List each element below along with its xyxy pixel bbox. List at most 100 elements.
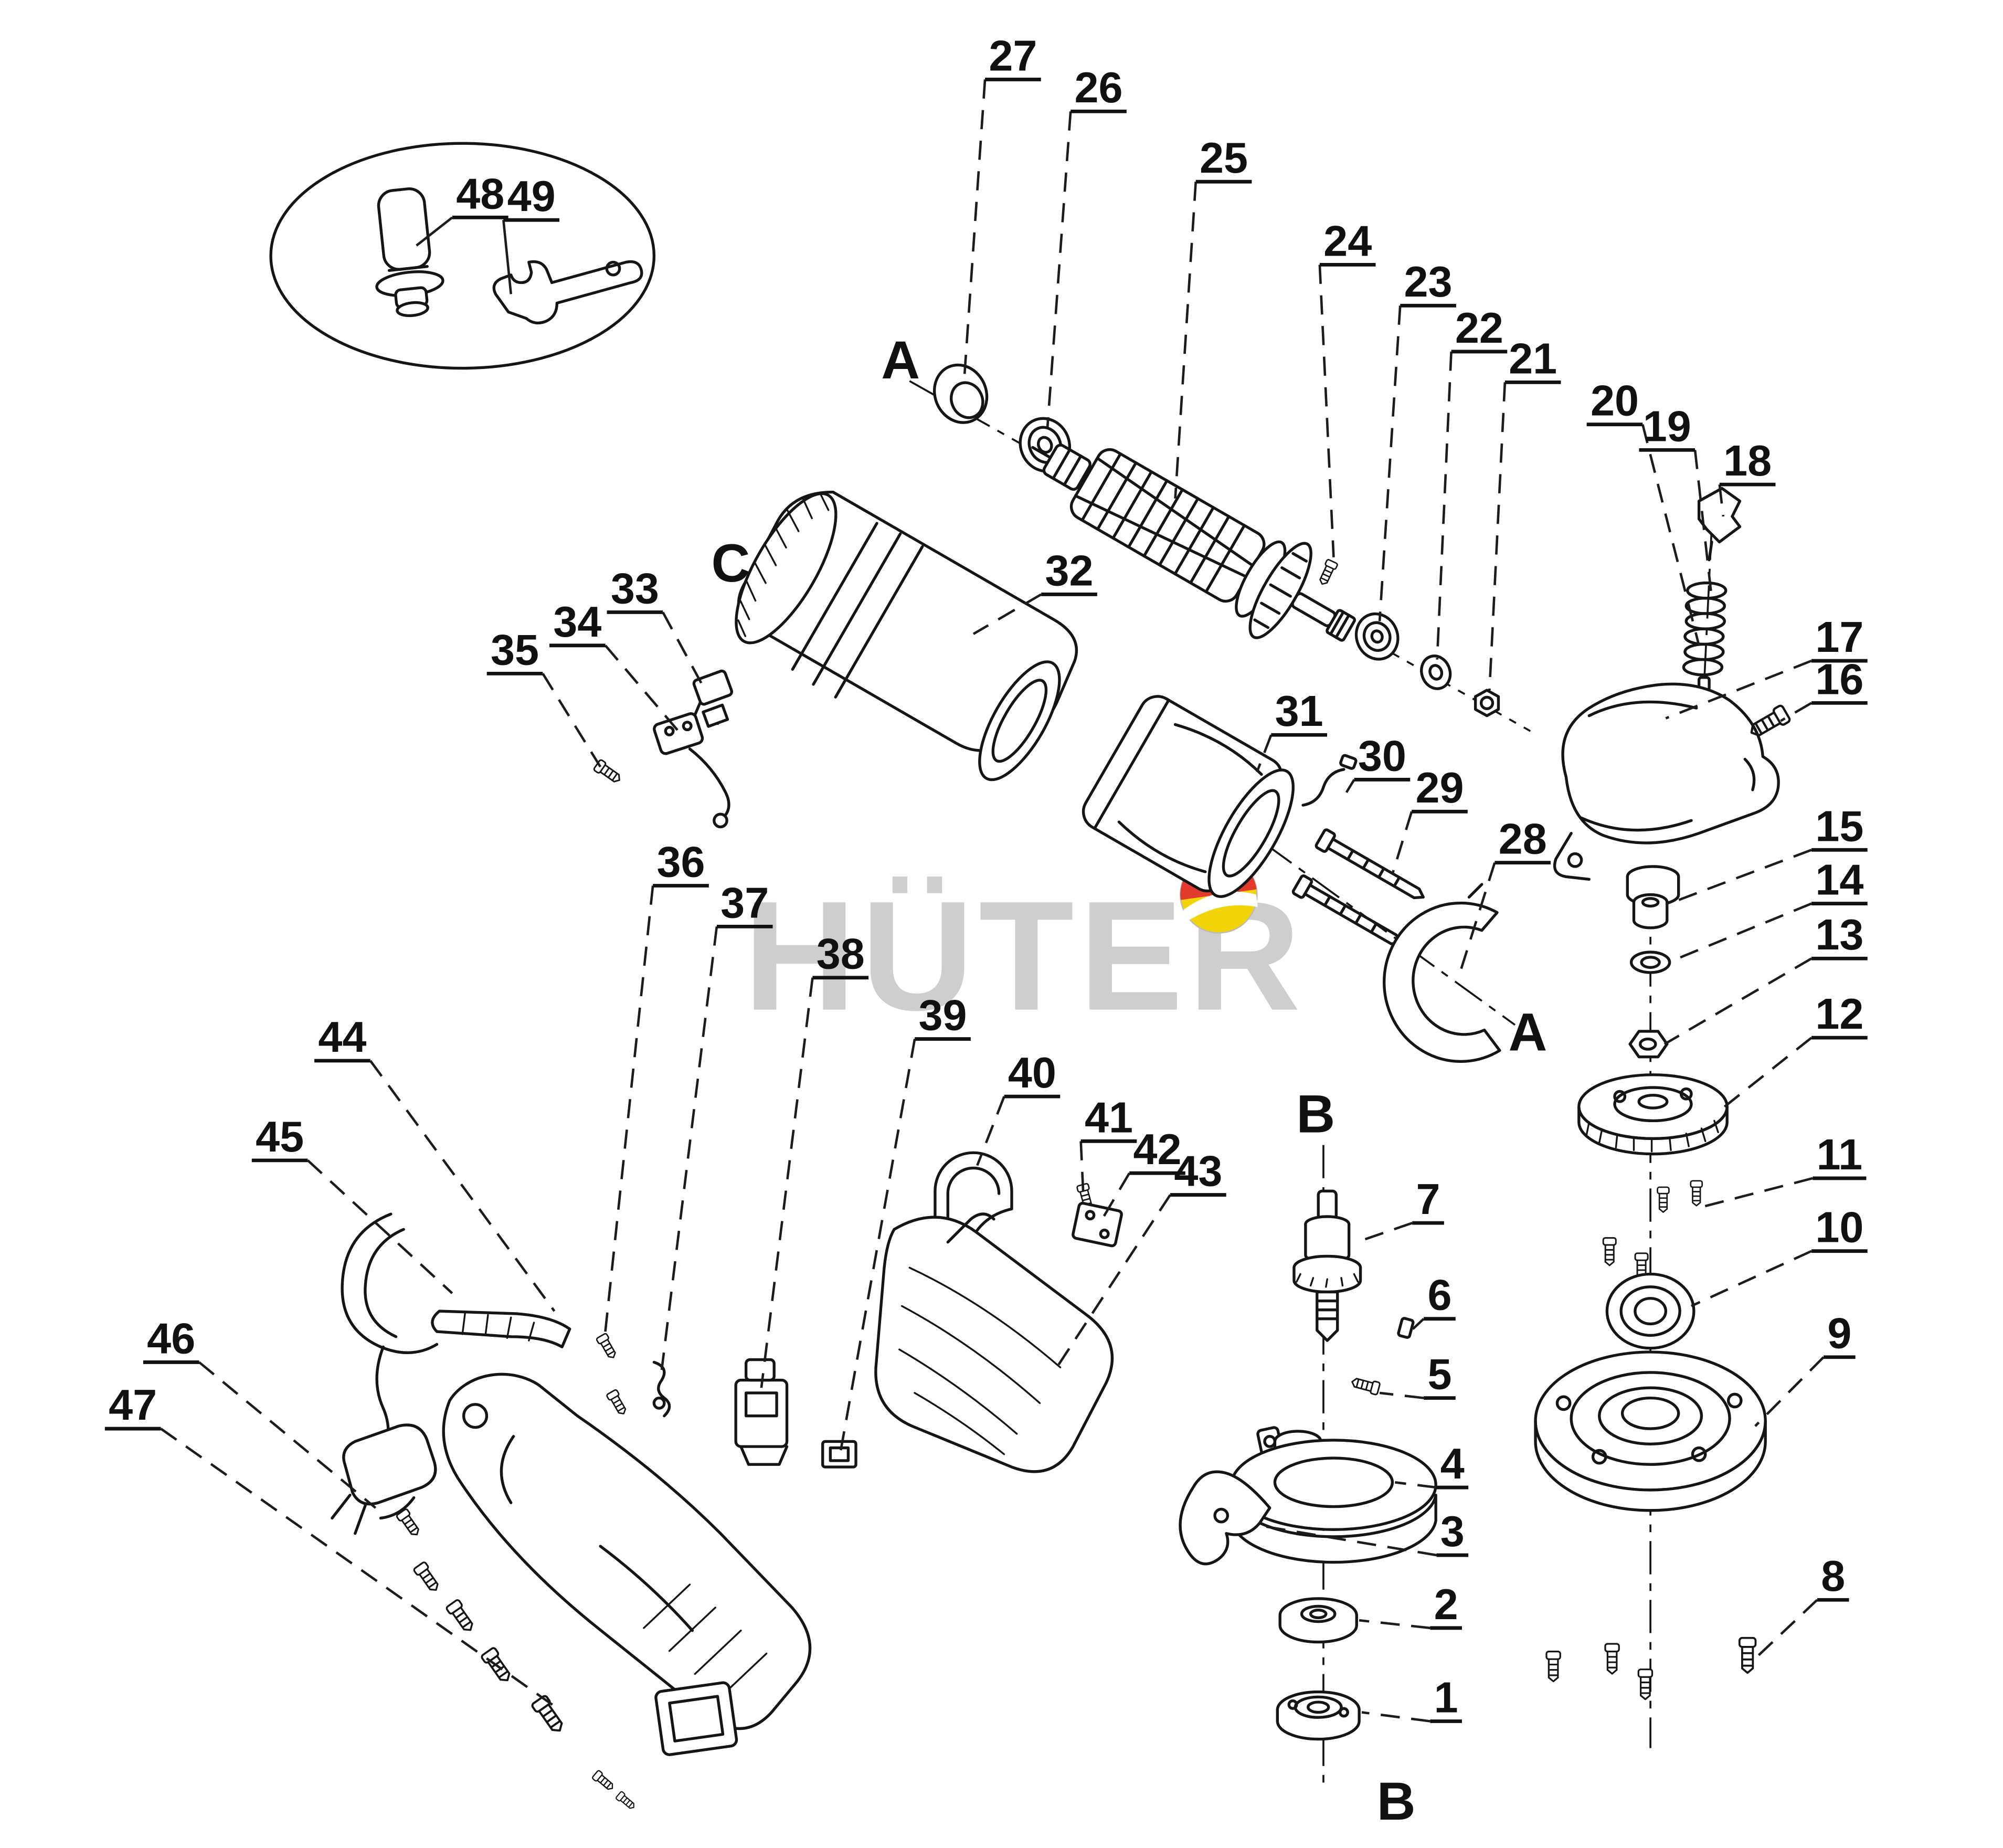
leader-line-2 (1359, 1619, 1430, 1630)
leader-line-31 (1256, 734, 1273, 773)
leader-line-15 (1665, 849, 1812, 906)
part-label-43: 43 (1174, 1147, 1222, 1196)
part-22-washer (1420, 654, 1452, 690)
section-markers: A C A B B (712, 330, 1548, 1831)
part-label-42: 42 (1133, 1125, 1181, 1174)
watermark: HÜTER (744, 856, 1301, 1043)
part-6-key (1397, 1317, 1415, 1339)
part-label-8: 8 (1821, 1551, 1845, 1600)
logo-white-band (1183, 891, 1258, 923)
part-43-housing-half (874, 1212, 1114, 1473)
part-label-14: 14 (1815, 856, 1863, 904)
section-marker-B-3: B (1296, 1083, 1335, 1144)
leader-line-29 (1391, 811, 1413, 875)
part-27-ring (932, 363, 989, 424)
leader-line-48 (416, 216, 453, 247)
leader-line-16 (1780, 702, 1813, 722)
part-7-spindle (1292, 1189, 1362, 1342)
leader-line-18 (1718, 484, 1725, 517)
leader-line-13 (1663, 957, 1813, 1046)
part-10-bearing (1605, 1272, 1695, 1350)
part-label-32: 32 (1045, 546, 1093, 595)
part-label-24: 24 (1323, 216, 1372, 265)
part-2-inner-flange (1278, 1597, 1358, 1644)
part-label-12: 12 (1815, 989, 1863, 1038)
leader-line-46 (198, 1361, 377, 1509)
section-marker-C-1: C (712, 533, 750, 593)
part-label-20: 20 (1591, 376, 1639, 425)
part-label-23: 23 (1404, 257, 1453, 306)
section-marker-B-4: B (1377, 1771, 1416, 1831)
part-label-31: 31 (1275, 687, 1323, 735)
leader-line-39 (839, 1039, 916, 1452)
part-label-22: 22 (1455, 303, 1503, 352)
leader-line-40 (976, 1096, 1005, 1166)
leader-line-21 (1488, 382, 1507, 691)
leader-line-1 (1361, 1711, 1430, 1723)
gear-head-housing (1553, 682, 1780, 906)
part-label-45: 45 (256, 1112, 304, 1161)
part-18-switch-knob (1697, 487, 1742, 562)
part-label-37: 37 (720, 878, 769, 927)
part-label-39: 39 (918, 991, 967, 1040)
leader-line-24 (1318, 265, 1335, 557)
part-label-27: 27 (989, 31, 1037, 80)
leader-line-11 (1703, 1177, 1813, 1208)
leader-line-14 (1668, 902, 1812, 964)
part-39-connector-block (821, 1440, 857, 1469)
leader-line-12 (1723, 1037, 1813, 1108)
part-labels: 1234567891011121314151617181920212223242… (104, 31, 1868, 1723)
leader-line-30 (1345, 779, 1355, 793)
leader-line-20 (1641, 424, 1700, 646)
part-label-13: 13 (1815, 910, 1863, 959)
section-marker-A-0: A (881, 330, 920, 390)
housing-screw-a (591, 1769, 617, 1793)
part-label-49: 49 (507, 172, 556, 220)
part-21-nut (1474, 689, 1500, 717)
part-label-21: 21 (1509, 334, 1557, 383)
part-label-4: 4 (1440, 1439, 1465, 1488)
leader-line-10 (1691, 1250, 1813, 1307)
part-49-wrench (492, 260, 643, 325)
section-marker-A-2: A (1509, 1001, 1548, 1062)
part-label-10: 10 (1815, 1203, 1863, 1252)
part-42-plate (1072, 1201, 1123, 1248)
part-31-stator (1082, 695, 1295, 898)
part-45-cord (341, 1212, 439, 1354)
leader-line-42 (1103, 1173, 1131, 1218)
part-label-9: 9 (1827, 1309, 1851, 1358)
part-label-3: 3 (1440, 1507, 1465, 1556)
part-13-nut (1628, 1030, 1669, 1059)
leader-line-45 (306, 1159, 453, 1294)
leader-line-7 (1356, 1221, 1413, 1243)
part-label-34: 34 (553, 597, 601, 646)
part-label-35: 35 (491, 625, 539, 674)
part-1-clamp-nut (1276, 1690, 1361, 1741)
part-34-switch (653, 712, 730, 829)
part-14-washer (1629, 951, 1671, 974)
leader-line-49 (502, 219, 513, 294)
part-28-cover (1383, 883, 1501, 1063)
part-label-15: 15 (1815, 801, 1863, 850)
leader-lines (160, 79, 1825, 1723)
leader-line-22 (1436, 351, 1453, 660)
part-9-flange-housing (1534, 1350, 1767, 1512)
part-46-plug (331, 1423, 437, 1535)
part-label-38: 38 (817, 930, 865, 978)
leader-line-17 (1665, 659, 1812, 720)
leader-line-25 (1174, 182, 1197, 499)
part-29-screws (1291, 828, 1425, 945)
part-label-41: 41 (1085, 1093, 1133, 1142)
part-32-motor-housing (735, 490, 1078, 782)
leader-line-36 (603, 885, 654, 1342)
leader-line-19 (1693, 450, 1713, 599)
part-15-spacer (1632, 893, 1669, 930)
part-38-switch-slider (734, 1358, 789, 1466)
housing-left-half (442, 1372, 812, 1730)
leader-line-28 (1457, 862, 1496, 977)
part-label-2: 2 (1434, 1580, 1458, 1629)
part-label-16: 16 (1815, 654, 1863, 703)
part-5-screw (1350, 1375, 1381, 1396)
